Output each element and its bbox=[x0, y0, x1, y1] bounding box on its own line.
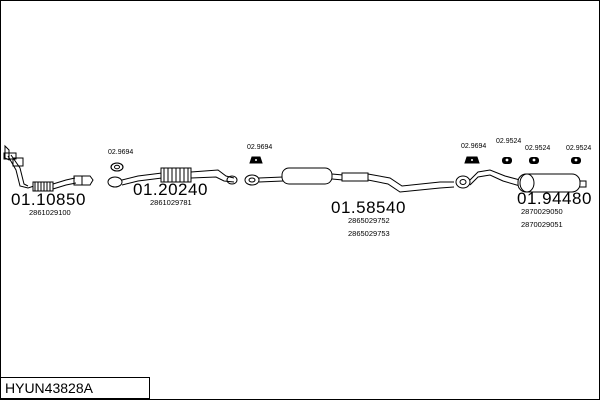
accessory-number-6: 02.9524 bbox=[566, 145, 592, 152]
accessory-number-3: 02.9694 bbox=[461, 143, 487, 150]
part-number-3: 01.58540 bbox=[331, 198, 406, 217]
oem-number-4a: 2870029050 bbox=[521, 207, 563, 216]
accessory-gasket-3-icon bbox=[464, 156, 480, 164]
front-pipe-drawing bbox=[3, 144, 94, 192]
accessory-rubber-1-icon bbox=[502, 157, 512, 164]
reference-code: HYUN43828A bbox=[5, 380, 93, 396]
accessory-number-4: 02.9524 bbox=[496, 138, 522, 145]
accessory-rubber-3-icon bbox=[571, 157, 581, 164]
accessory-number-2: 02.9694 bbox=[247, 144, 273, 151]
accessory-gasket-2-icon bbox=[249, 156, 263, 164]
accessory-number-1: 02.9694 bbox=[108, 149, 134, 156]
oem-number-1a: 2861029100 bbox=[29, 208, 71, 217]
oem-number-2a: 2861029781 bbox=[150, 198, 192, 207]
part-number-4: 01.94480 bbox=[517, 189, 592, 208]
accessory-rubber-2-icon bbox=[529, 157, 539, 164]
reference-box: HYUN43828A bbox=[0, 377, 150, 399]
accessory-number-5: 02.9524 bbox=[525, 145, 551, 152]
part-number-2: 01.20240 bbox=[133, 180, 208, 199]
accessory-gasket-1-icon bbox=[110, 162, 124, 172]
part-number-1: 01.10850 bbox=[11, 190, 86, 209]
oem-number-3a: 2865029752 bbox=[348, 216, 390, 225]
centre-silencer-drawing bbox=[244, 167, 471, 193]
oem-number-4b: 2870029051 bbox=[521, 220, 563, 229]
rear-silencer-drawing bbox=[469, 169, 587, 193]
oem-number-3b: 2865029753 bbox=[348, 229, 390, 238]
